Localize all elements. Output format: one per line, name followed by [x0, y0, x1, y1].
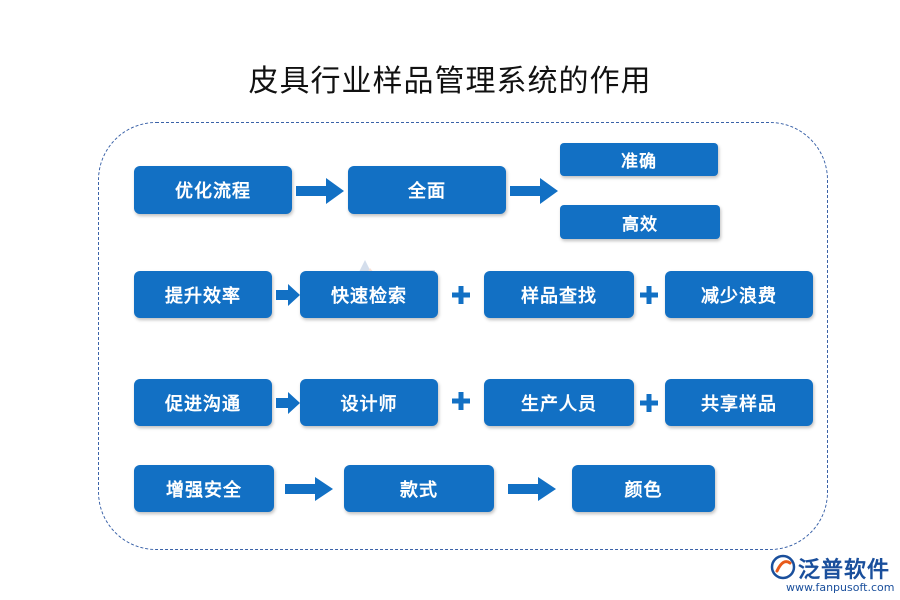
box-label: 优化流程 [175, 181, 251, 202]
brand-logo: 泛普软件 www.fanpusoft.com [768, 552, 896, 596]
box-quick-search: 快速检索 [300, 271, 438, 318]
box-improve-efficiency: 提升效率 [134, 271, 272, 318]
arrow-right-icon [276, 392, 300, 414]
box-label: 减少浪费 [701, 285, 777, 307]
dashed-frame [98, 122, 828, 550]
box-label: 颜色 [624, 479, 663, 501]
plus-icon [640, 394, 658, 412]
logo-name: 泛普软件 [798, 558, 891, 583]
arrow-right-icon [276, 284, 300, 306]
box-label: 设计师 [340, 393, 398, 415]
box-label: 全面 [408, 181, 446, 202]
logo-url: www.fanpusoft.com [786, 581, 895, 594]
box-share-samples: 共享样品 [665, 379, 813, 426]
box-reduce-waste: 减少浪费 [665, 271, 813, 318]
box-label: 生产人员 [521, 393, 597, 415]
box-comprehensive: 全面 [348, 166, 506, 214]
box-label: 提升效率 [165, 285, 241, 307]
arrow-right-icon [510, 178, 558, 204]
plus-icon [640, 286, 658, 304]
box-label: 促进沟通 [165, 393, 241, 415]
box-color: 颜色 [572, 465, 715, 512]
box-style: 款式 [344, 465, 494, 512]
box-efficient: 高效 [560, 205, 720, 239]
box-label: 快速检索 [331, 285, 407, 307]
box-promote-communication: 促进沟通 [134, 379, 272, 426]
plus-icon [452, 392, 470, 410]
box-label: 款式 [400, 479, 438, 501]
plus-icon [452, 286, 470, 304]
box-accurate: 准确 [560, 143, 718, 176]
arrow-right-icon [285, 477, 333, 501]
arrow-right-icon [296, 178, 344, 204]
box-production-staff: 生产人员 [484, 379, 634, 426]
box-label: 高效 [622, 214, 658, 235]
box-label: 增强安全 [166, 479, 242, 501]
page-title: 皮具行业样品管理系统的作用 [248, 64, 652, 99]
box-optimize-process: 优化流程 [134, 166, 292, 214]
box-label: 共享样品 [701, 393, 777, 415]
box-label: 准确 [621, 152, 657, 172]
fanpu-logo-icon [770, 554, 796, 580]
box-label: 样品查找 [521, 285, 597, 307]
box-designer: 设计师 [300, 379, 438, 426]
box-sample-lookup: 样品查找 [484, 271, 634, 318]
box-enhance-security: 增强安全 [134, 465, 274, 512]
arrow-right-icon [508, 477, 556, 501]
